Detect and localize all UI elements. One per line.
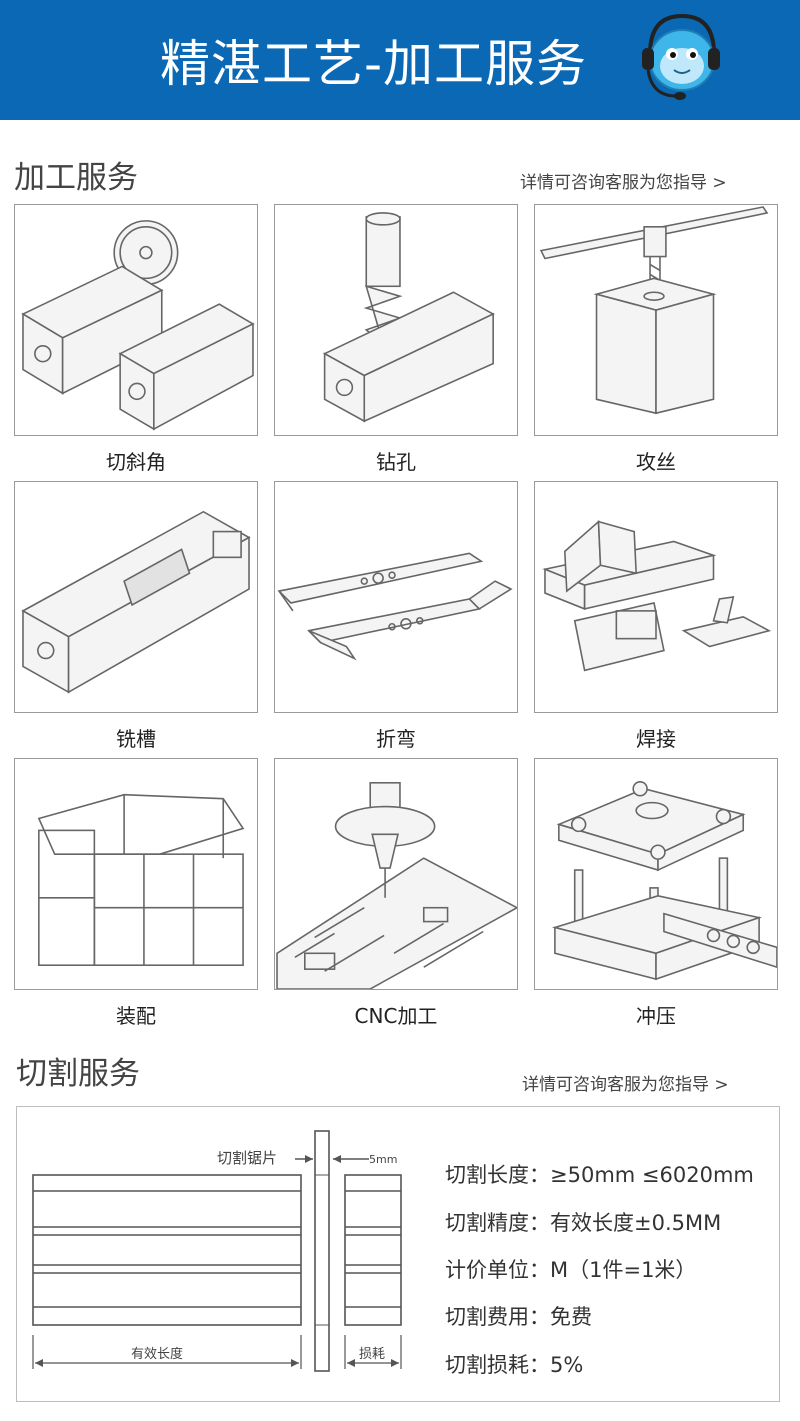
service-card-drilling[interactable] [274,204,518,436]
spec-pricing-unit: 计价单位：M（1件=1米） [445,1258,697,1282]
processing-consult-link[interactable]: 详情可咨询客服为您指导 > [520,173,727,193]
saw-blade-label: 切割锯片 [217,1149,277,1167]
header-banner: 精湛工艺-加工服务 [0,0,800,120]
cutting-info-panel: 切割锯片 5mm 有效长度 损耗 切割长度：≥50mm ≤6020mm 切割精度… [16,1106,780,1402]
cutting-diagram: 切割锯片 5mm 有效长度 损耗 [32,1130,402,1372]
spec-cut-length: 切割长度：≥50mm ≤6020mm [445,1163,754,1187]
service-label-drilling: 钻孔 [376,450,416,474]
bending-icon [277,552,513,661]
assembly-frame-icon [37,793,245,966]
spec-cut-precision: 切割精度：有效长度±0.5MM [445,1211,722,1235]
service-card-tapping[interactable] [534,204,778,436]
service-card-cnc[interactable] [274,758,518,990]
welding-icon [542,519,772,672]
stamping-icon [551,781,777,981]
service-label-tapping: 攻丝 [636,450,676,474]
service-card-assembly[interactable] [14,758,258,990]
tapping-icon [539,206,769,415]
cutting-section-title: 切割服务 [16,1056,140,1092]
service-card-miter[interactable] [14,204,258,436]
cutting-consult-link[interactable]: 详情可咨询客服为您指导 > [522,1075,729,1095]
banner-title: 精湛工艺-加工服务 [160,35,588,93]
loss-label: 损耗 [359,1347,385,1362]
service-label-assembly: 装配 [116,1004,156,1028]
service-label-cnc: CNC加工 [354,1004,438,1028]
spec-cut-fee: 切割费用：免费 [445,1305,592,1329]
service-label-bending: 折弯 [376,727,416,751]
service-card-bending[interactable] [274,481,518,713]
processing-section-title: 加工服务 [14,160,138,196]
spec-cut-loss: 切割损耗：5% [445,1353,584,1377]
kerf-label: 5mm [369,1153,397,1166]
service-label-milling: 铣槽 [116,727,156,751]
service-card-milling[interactable] [14,481,258,713]
miter-cut-icon [21,220,255,431]
drilling-icon [322,212,495,423]
customer-service-mascot-icon [642,13,720,100]
cnc-machining-icon [276,782,517,989]
milling-slot-icon [21,510,251,694]
service-card-welding[interactable] [534,481,778,713]
service-label-stamping: 冲压 [636,1004,676,1028]
service-label-miter: 切斜角 [106,450,166,474]
effective-length-label: 有效长度 [131,1346,183,1362]
service-card-stamping[interactable] [534,758,778,990]
service-label-welding: 焊接 [636,727,676,751]
